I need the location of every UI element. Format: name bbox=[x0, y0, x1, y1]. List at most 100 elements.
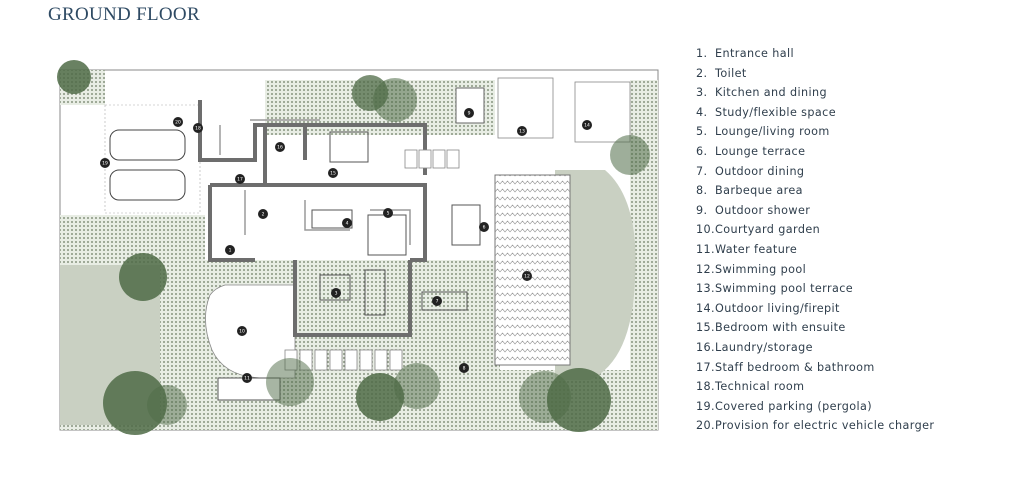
legend-label: Outdoor dining bbox=[715, 164, 805, 178]
legend-number: 17. bbox=[696, 360, 715, 374]
legend-item: 14.Outdoor living/firepit bbox=[696, 299, 934, 319]
interior-walls bbox=[219, 119, 411, 245]
legend-number: 7. bbox=[696, 164, 708, 178]
legend-number: 13. bbox=[696, 282, 715, 296]
legend-item: 8.Barbeque area bbox=[696, 181, 934, 201]
swimming-pool bbox=[494, 174, 571, 366]
legend-label: Swimming pool terrace bbox=[715, 282, 854, 296]
south-steps bbox=[284, 349, 403, 371]
legend-label: Technical room bbox=[715, 380, 805, 394]
legend-item: 18.Technical room bbox=[696, 377, 934, 397]
legend-item: 1. Entrance hall bbox=[696, 44, 934, 64]
legend-label: Swimming pool bbox=[715, 262, 807, 276]
marker-19 bbox=[100, 158, 110, 168]
legend-number: 19. bbox=[696, 399, 715, 413]
legend-label: Entrance hall bbox=[715, 47, 795, 60]
legend-label: Lounge/living room bbox=[715, 125, 830, 139]
legend-number: 4. bbox=[696, 105, 708, 119]
legend-item: 11.Water feature bbox=[696, 240, 934, 260]
legend-item: 4. Study/flexible space bbox=[696, 103, 934, 123]
svg-text:15: 15 bbox=[330, 171, 336, 177]
legend-item: 19.Covered parking (pergola) bbox=[696, 397, 934, 417]
marker-1 bbox=[225, 245, 235, 255]
svg-text:12: 12 bbox=[524, 274, 530, 280]
legend-label: Courtyard garden bbox=[715, 223, 821, 237]
svg-text:10: 10 bbox=[239, 329, 245, 335]
marker-14 bbox=[582, 120, 592, 130]
svg-text:17: 17 bbox=[237, 177, 243, 183]
legend-number: 18. bbox=[696, 380, 715, 394]
svg-text:20: 20 bbox=[175, 120, 181, 126]
car-2 bbox=[109, 169, 186, 201]
legend-number: 12. bbox=[696, 262, 715, 276]
car-1 bbox=[109, 129, 186, 161]
svg-text:16: 16 bbox=[277, 145, 283, 151]
legend-item: 15.Bedroom with ensuite bbox=[696, 318, 934, 338]
legend-number: 8. bbox=[696, 184, 708, 198]
legend-label: Study/flexible space bbox=[715, 105, 836, 119]
svg-text:3: 3 bbox=[335, 291, 338, 297]
page-title: GROUND FLOOR bbox=[48, 4, 200, 25]
legend-label: Laundry/storage bbox=[715, 340, 813, 354]
legend-number: 16. bbox=[696, 340, 715, 354]
svg-text:4: 4 bbox=[346, 221, 349, 227]
marker-8 bbox=[459, 363, 469, 373]
room-legend: 1. Entrance hall 2.Toilet 3.Kitchen and d… bbox=[696, 44, 934, 436]
legend-number: 1. bbox=[696, 47, 708, 60]
legend-label: Outdoor shower bbox=[715, 203, 811, 217]
legend-item: 3.Kitchen and dining bbox=[696, 83, 934, 103]
marker-15 bbox=[328, 168, 338, 178]
legend-label: Lounge terrace bbox=[715, 144, 806, 158]
marker-5 bbox=[383, 208, 393, 218]
svg-text:11: 11 bbox=[244, 376, 250, 382]
legend-item: 17.Staff bedroom & bathroom bbox=[696, 358, 934, 378]
house-walls bbox=[198, 100, 427, 337]
svg-text:13: 13 bbox=[519, 129, 525, 135]
svg-text:18: 18 bbox=[195, 126, 201, 132]
legend-item: 9. Outdoor shower bbox=[696, 201, 934, 221]
marker-16 bbox=[275, 142, 285, 152]
marker-9 bbox=[464, 108, 474, 118]
legend-label: Staff bedroom & bathroom bbox=[715, 360, 875, 374]
legend-item: 12.Swimming pool bbox=[696, 260, 934, 280]
marker-7 bbox=[432, 296, 442, 306]
legend-label: Provision for electric vehicle charger bbox=[715, 419, 935, 433]
marker-10 bbox=[237, 326, 247, 336]
lawn-east bbox=[555, 170, 636, 380]
legend-item: 5. Lounge/living room bbox=[696, 122, 934, 142]
legend-number: 15. bbox=[696, 321, 715, 335]
legend-item: 2.Toilet bbox=[696, 64, 934, 84]
legend-number: 10. bbox=[696, 223, 715, 237]
svg-text:6: 6 bbox=[483, 225, 486, 231]
marker-12 bbox=[522, 271, 532, 281]
marker-4 bbox=[342, 218, 352, 228]
marker-11 bbox=[242, 373, 252, 383]
legend-number: 6. bbox=[696, 144, 708, 158]
legend-label: Bedroom with ensuite bbox=[715, 321, 846, 335]
outdoor-dining-table bbox=[421, 291, 468, 311]
svg-text:8: 8 bbox=[463, 366, 466, 372]
marker-2 bbox=[258, 209, 268, 219]
svg-text:7: 7 bbox=[436, 299, 439, 305]
legend-item: 20.Provision for electric vehicle charge… bbox=[696, 416, 934, 436]
legend-number: 11. bbox=[696, 242, 715, 256]
legend-number: 14. bbox=[696, 301, 715, 315]
study-desk bbox=[311, 209, 353, 229]
marker-6 bbox=[479, 222, 489, 232]
marker-18 bbox=[193, 123, 203, 133]
legend-number: 5. bbox=[696, 125, 708, 139]
marker-17 bbox=[235, 174, 245, 184]
legend-number: 20. bbox=[696, 419, 715, 433]
marker-20 bbox=[173, 117, 183, 127]
floor-plan: 1 2 3 4 5 6 7 8 9 10 11 12 13 14 15 16 1… bbox=[57, 60, 659, 435]
svg-text:1: 1 bbox=[229, 248, 232, 254]
legend-number: 3. bbox=[696, 86, 708, 100]
svg-text:19: 19 bbox=[102, 161, 108, 167]
legend-item: 7. Outdoor dining bbox=[696, 162, 934, 182]
legend-item: 10.Courtyard garden bbox=[696, 220, 934, 240]
legend-item: 6. Lounge terrace bbox=[696, 142, 934, 162]
loungers-row bbox=[404, 149, 460, 169]
svg-text:5: 5 bbox=[387, 211, 390, 217]
legend-label: Outdoor living/firepit bbox=[715, 301, 840, 315]
legend-number: 9. bbox=[696, 203, 708, 217]
